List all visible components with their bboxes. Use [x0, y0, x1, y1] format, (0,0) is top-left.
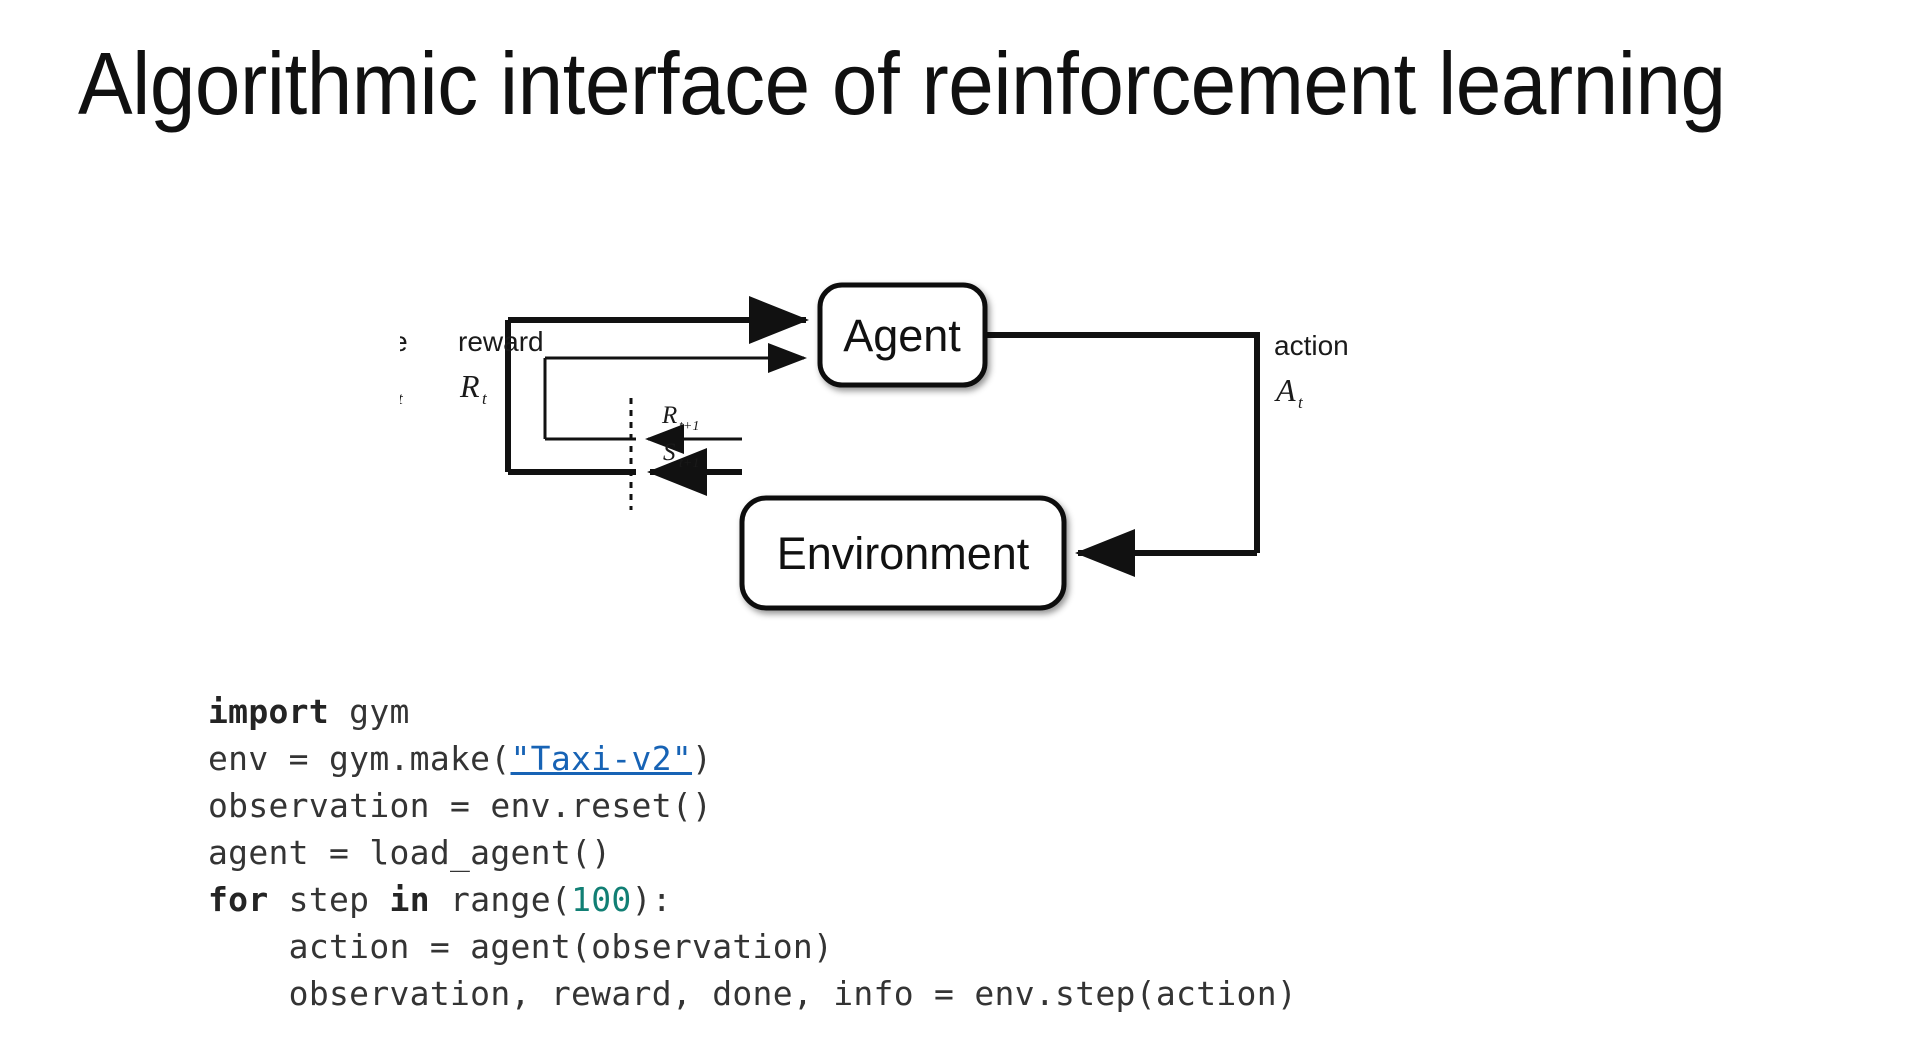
label-reward-subscript: t	[482, 389, 488, 408]
node-environment-label: Environment	[777, 528, 1030, 579]
label-state-next-symbol: S	[663, 439, 676, 466]
label-state-next-subscript: t+1	[679, 456, 699, 471]
code-keyword: for	[208, 880, 269, 919]
label-action-subscript: t	[1298, 393, 1304, 412]
edge-action-to-environment	[985, 332, 1260, 577]
code-keyword: import	[208, 692, 330, 731]
code-line: action = agent(observation)	[208, 923, 1297, 970]
code-text: )	[692, 739, 713, 778]
label-action-word: action	[1274, 330, 1349, 361]
label-state: state S t	[400, 326, 408, 408]
label-reward-next-symbol: R	[661, 402, 677, 429]
node-environment: Environment	[739, 495, 1067, 611]
code-line: env = gym.make("Taxi-v2")	[208, 735, 1297, 782]
node-agent-label: Agent	[843, 310, 961, 361]
label-reward: reward R t	[458, 326, 544, 408]
label-reward-next: R t+1	[661, 402, 699, 434]
code-text: range(	[429, 880, 572, 919]
code-line: agent = load_agent()	[208, 829, 1297, 876]
label-action: action A t	[1274, 330, 1349, 412]
label-action-symbol: A	[1274, 372, 1296, 408]
label-state-subscript: t	[400, 389, 404, 408]
code-line: observation, reward, done, info = env.st…	[208, 970, 1297, 1017]
code-text: agent = load_agent()	[208, 833, 612, 872]
label-reward-symbol: R	[459, 368, 480, 404]
label-reward-next-subscript: t+1	[679, 419, 699, 434]
node-agent: Agent	[817, 282, 988, 388]
code-link-taxi-v2[interactable]: "Taxi-v2"	[510, 739, 693, 778]
label-reward-word: reward	[458, 326, 544, 357]
code-text: observation = env.reset()	[208, 786, 713, 825]
code-text: step	[268, 880, 390, 919]
edge-state-to-agent	[505, 296, 809, 475]
code-text: observation, reward, done, info = env.st…	[208, 974, 1298, 1013]
code-number: 100	[571, 880, 632, 919]
code-text: env = gym.make(	[208, 739, 511, 778]
page-title: Algorithmic interface of reinforcement l…	[78, 34, 1726, 133]
code-text: gym	[329, 692, 410, 731]
code-text: action = agent(observation)	[208, 927, 834, 966]
rl-loop-diagram: Agent Environment state S t reward R t a…	[400, 220, 1460, 640]
code-keyword: in	[389, 880, 430, 919]
code-text: ):	[631, 880, 672, 919]
label-state-next: S t+1	[663, 439, 699, 471]
code-line: for step in range(100):	[208, 876, 1297, 923]
code-line: observation = env.reset()	[208, 782, 1297, 829]
label-state-word: state	[400, 326, 408, 357]
code-line: import gym	[208, 688, 1297, 735]
edge-reward-to-agent	[543, 343, 807, 441]
